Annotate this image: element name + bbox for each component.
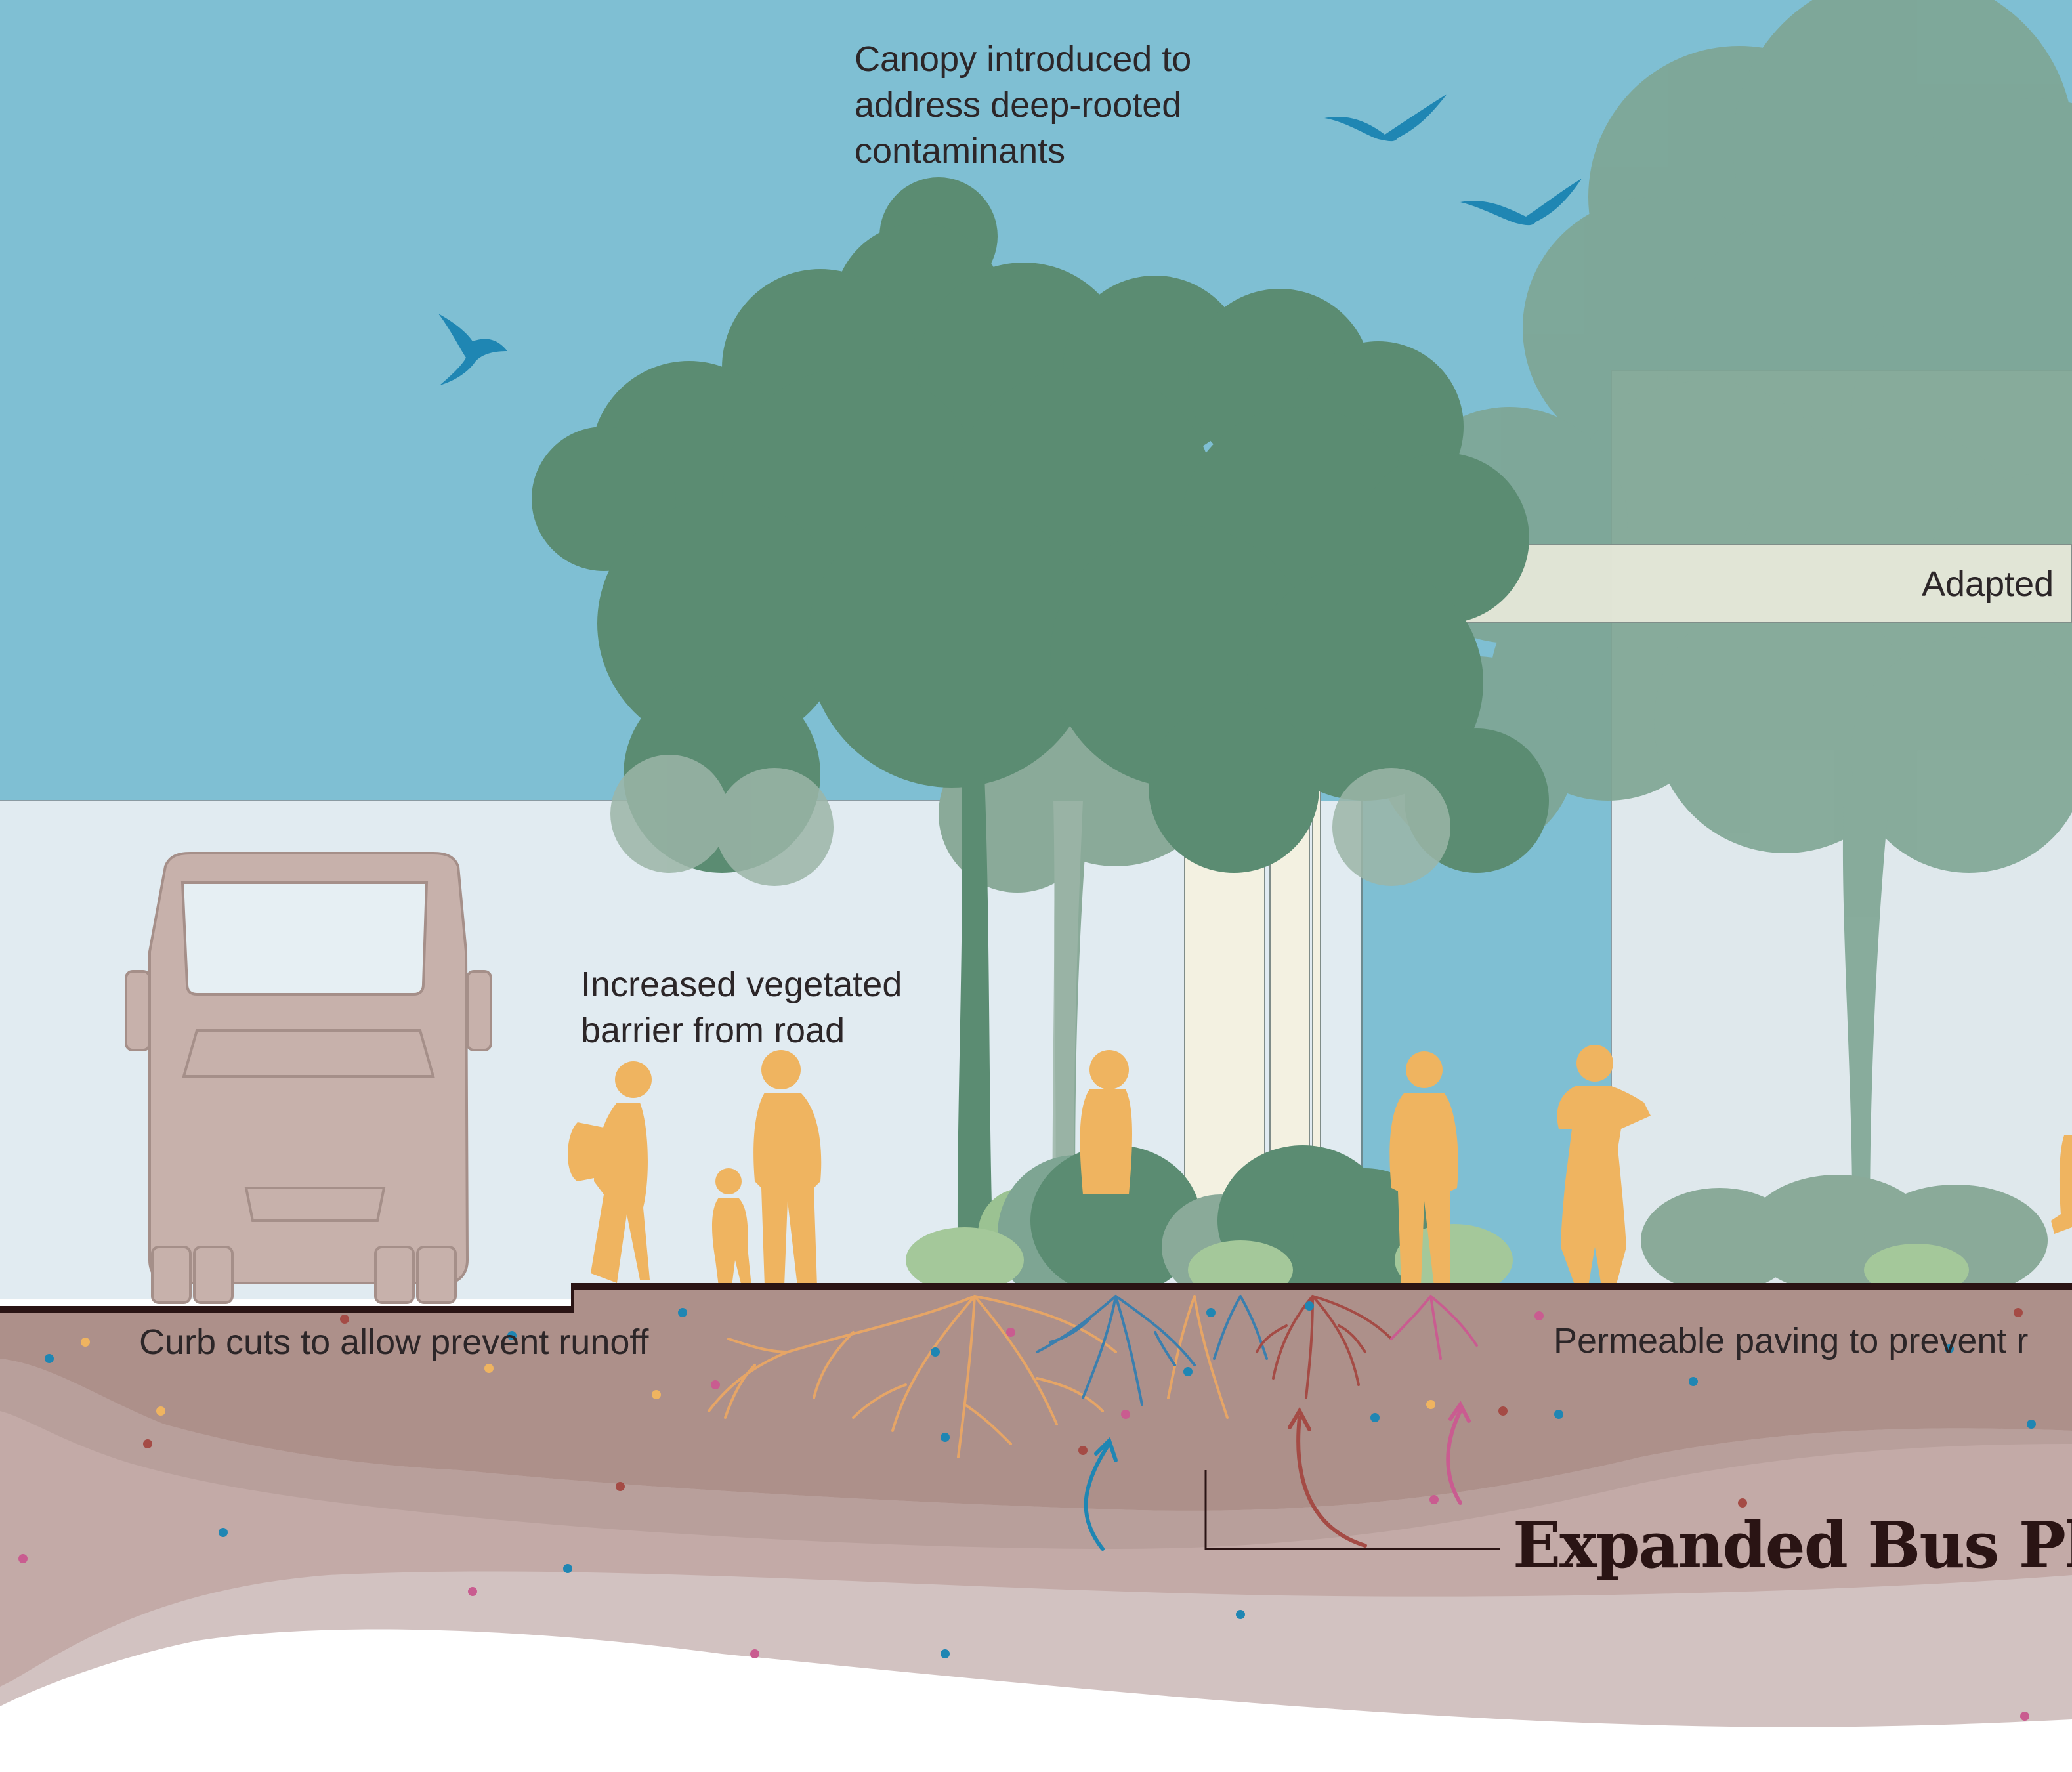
soil-layer-white <box>0 1629 2072 1772</box>
bird-icon <box>438 314 507 385</box>
adapted-annotation-text: Adapted <box>1922 564 2054 604</box>
person-icon <box>1080 1050 1132 1194</box>
contaminant-particles <box>18 1301 2036 1721</box>
tree-icon <box>532 177 1549 1290</box>
shrub-icon <box>906 1145 2048 1313</box>
vegetated-barrier-line-2: barrier from road <box>581 1011 845 1050</box>
person-icon <box>712 1168 751 1286</box>
canopy-annotation-line-3: contaminants <box>855 131 1066 171</box>
canopy-annotation-line-1: Canopy introduced to <box>855 39 1192 79</box>
person-icon <box>753 1050 822 1286</box>
adapted-annotation: Adapted <box>1922 561 2054 607</box>
root-icon <box>1036 1295 1268 1406</box>
callout-line <box>1204 1470 1500 1550</box>
person-icon <box>1389 1051 1458 1286</box>
curb-cuts-annotation-text: Curb cuts to allow prevent runoff <box>139 1322 649 1362</box>
person-icon <box>568 1061 652 1283</box>
bus-icon <box>125 852 492 1304</box>
bird-icon <box>1324 94 1447 142</box>
root-icon <box>1256 1295 1393 1399</box>
canopy-annotation: Canopy introduced to address deep-rooted… <box>855 36 1191 174</box>
bird-icon <box>1460 179 1582 226</box>
root-icon <box>708 1295 1229 1458</box>
curb-cuts-annotation: Curb cuts to allow prevent runoff <box>139 1319 648 1365</box>
flow-arrow <box>1446 1401 1471 1505</box>
flow-arrow <box>1288 1406 1367 1548</box>
section-title: Expanded Bus Pla <box>1513 1508 2072 1582</box>
person-icon <box>1557 1045 1651 1286</box>
root-icon <box>1390 1295 1478 1360</box>
soil-layer-top <box>0 1290 2072 1511</box>
flow-arrow <box>1084 1437 1118 1551</box>
permeable-paving-annotation-text: Permeable paving to prevent r <box>1554 1321 2029 1361</box>
permeable-paving-annotation: Permeable paving to prevent r <box>1554 1318 2028 1364</box>
soil-layer-mid-band <box>0 1359 2072 1549</box>
person-icon <box>2051 1135 2072 1234</box>
vegetated-barrier-annotation: Increased vegetated barrier from road <box>581 961 902 1053</box>
vegetated-barrier-line-1: Increased vegetated <box>581 965 902 1004</box>
canopy-annotation-line-2: address deep-rooted <box>855 85 1182 125</box>
